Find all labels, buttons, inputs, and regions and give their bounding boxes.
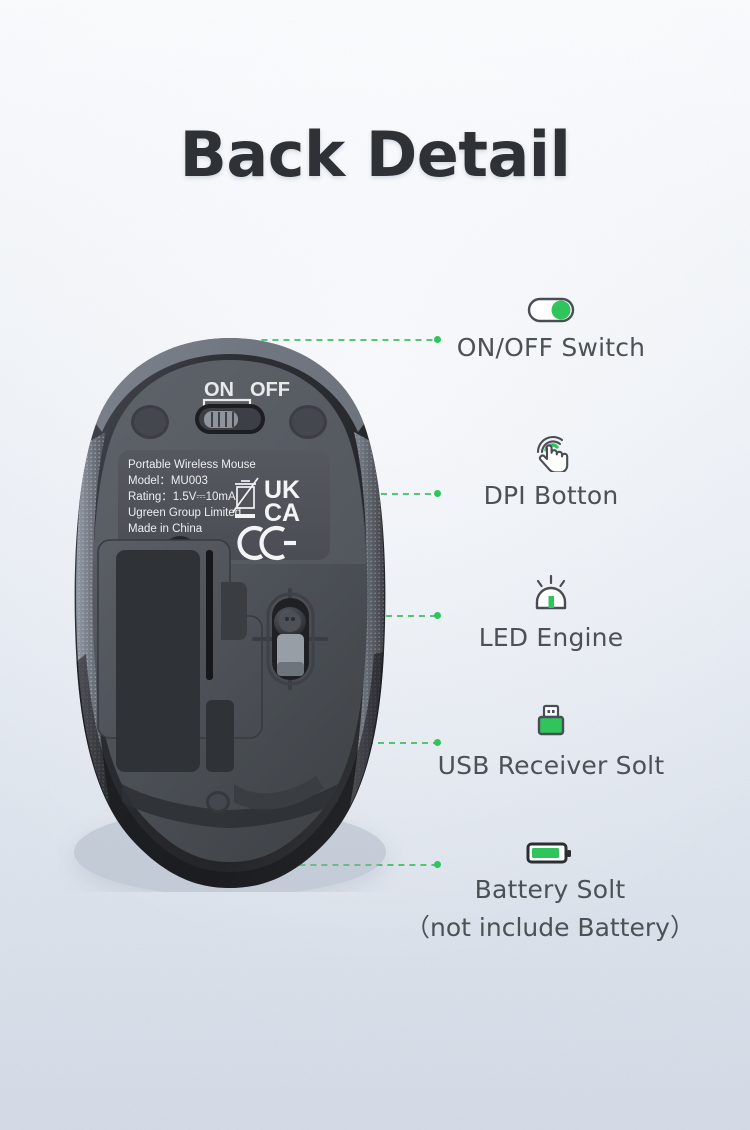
callout-dpi-button: DPI Botton — [396, 430, 706, 510]
led-beacon-icon — [396, 572, 706, 614]
leader-dot-battery — [434, 861, 441, 868]
spec-line-1: Portable Wireless Mouse — [128, 459, 256, 471]
small-recess — [206, 700, 234, 772]
switch-on-text: ON — [204, 379, 234, 401]
ce-mark — [237, 525, 296, 561]
leader-dot-switch — [434, 336, 441, 343]
callout-on-off-switch: ON/OFF Switch — [396, 282, 706, 362]
tap-finger-icon — [396, 430, 706, 472]
callout-label: DPI Botton — [483, 481, 619, 510]
spec-line-5: Made in China — [128, 523, 203, 535]
battery-recess — [116, 550, 200, 772]
battery-door — [97, 539, 263, 772]
callout-usb-receiver-slot: USB Receiver Solt — [396, 700, 706, 780]
callout-label: Battery Solt — [474, 875, 626, 904]
ukca-mark: UK CA — [264, 476, 300, 527]
callout-sub-label: （not include Battery） — [405, 913, 695, 942]
svg-text:CA: CA — [264, 499, 300, 527]
spec-label-plate: Portable Wireless Mouse Model：MU003 Rati… — [118, 450, 330, 561]
usb-receiver-slot — [206, 550, 213, 680]
spec-line-2: Model：MU003 — [128, 475, 208, 487]
switch-off-text: OFF — [250, 379, 290, 401]
leader-dot-usb — [434, 739, 441, 746]
callout-label: USB Receiver Solt — [437, 751, 665, 780]
mouse-bottom-illustration: ON OFF Portable Wireless Mouse Model：MU0… — [74, 338, 386, 892]
toggle-switch-on-icon — [396, 282, 706, 324]
spec-line-3: Rating：1.5V⎓10mA — [128, 491, 236, 503]
glide-pads — [122, 776, 338, 828]
spec-line-4: Ugreen Group Limited — [128, 507, 241, 519]
callout-label: LED Engine — [478, 623, 624, 652]
battery-full-icon — [385, 824, 715, 866]
weee-bin-icon — [232, 477, 259, 518]
led-sensor-assembly — [252, 588, 328, 690]
page-title: Back Detail — [179, 118, 571, 191]
callout-led-engine: LED Engine — [396, 572, 706, 652]
leader-dot-dpi — [434, 490, 441, 497]
usb-connector-icon — [396, 700, 706, 742]
callout-label: ON/OFF Switch — [456, 333, 646, 362]
callout-battery-slot: Battery Solt （not include Battery） — [385, 824, 715, 944]
on-off-switch-control: ON OFF — [195, 379, 290, 434]
leader-dot-led — [434, 612, 441, 619]
svg-text:UK: UK — [264, 476, 300, 504]
